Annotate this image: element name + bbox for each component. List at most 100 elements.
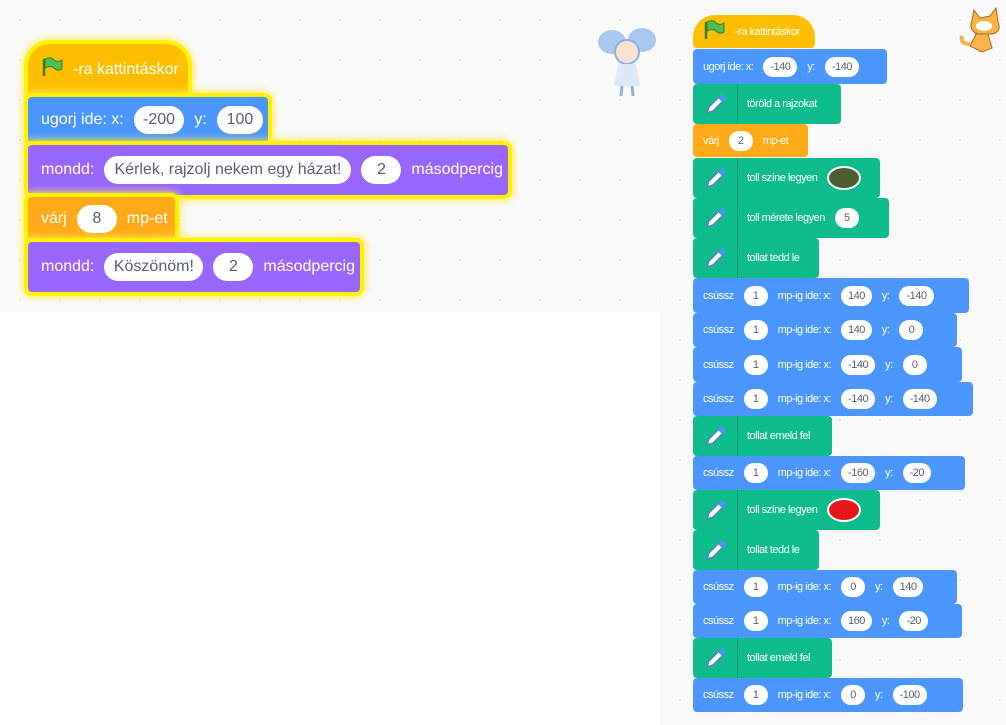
block-label: mp-ig ide: x:	[777, 467, 832, 479]
hat-block[interactable]: -ra kattintáskor	[693, 15, 815, 48]
block-label: y:	[885, 467, 893, 479]
block-label: y:	[881, 324, 890, 336]
block-label: y:	[875, 689, 883, 701]
block-label: mp-ig ide: x:	[777, 358, 832, 371]
value-input[interactable]: 140	[841, 285, 872, 306]
block-label: várj	[41, 210, 67, 227]
value-input[interactable]: -100	[892, 685, 927, 705]
value-input[interactable]: 140	[841, 320, 872, 340]
motion-block[interactable]: csússz 1 mp-ig ide: x: -160 y: -20	[693, 456, 965, 490]
value-input[interactable]: 140	[892, 577, 924, 597]
value-input[interactable]: 2	[213, 253, 254, 281]
block-label: csússz	[703, 324, 734, 336]
motion-block[interactable]: csússz 1 mp-ig ide: x: -140 y: -140	[693, 382, 973, 416]
value-input[interactable]: -140	[899, 285, 934, 306]
block-label: mp-ig ide: x:	[777, 289, 832, 302]
green-flag-icon	[41, 57, 63, 82]
value-input[interactable]: -20	[902, 463, 932, 483]
motion-block[interactable]: csússz 1 mp-ig ide: x: 140 y: -140	[693, 278, 969, 313]
value-input[interactable]: 1	[743, 611, 768, 631]
hat-block[interactable]: -ra kattintáskor	[28, 44, 188, 95]
fairy-sprite-icon	[598, 28, 656, 97]
value-input[interactable]: -140	[763, 56, 798, 77]
value-input[interactable]: 160	[841, 611, 872, 631]
pen-icon	[693, 198, 738, 238]
block-label: y:	[881, 289, 890, 302]
value-input[interactable]: -140	[824, 56, 859, 77]
pen-block[interactable]: tollat emeld fel	[693, 416, 832, 456]
block-label: toll színe legyen	[747, 504, 818, 516]
value-input[interactable]: 0	[841, 685, 866, 705]
value-input[interactable]: -20	[899, 611, 928, 631]
looks-block[interactable]: mondd: Köszönöm! 2 másodpercig	[28, 242, 360, 292]
pen-block[interactable]: toll mérete legyen 5	[693, 198, 889, 238]
block-label: ugorj ide: x:	[703, 60, 754, 73]
block-label: csússz	[703, 393, 734, 405]
block-label: mp-ig ide: x:	[777, 393, 832, 405]
value-input[interactable]: Köszönöm!	[104, 253, 204, 281]
value-input[interactable]: 100	[216, 106, 263, 134]
pen-block[interactable]: töröld a rajzokat	[693, 84, 841, 124]
value-input[interactable]: 1	[743, 685, 768, 705]
block-label: y:	[885, 393, 893, 405]
value-input[interactable]: 1	[743, 389, 768, 409]
value-input[interactable]: -200	[133, 106, 185, 134]
block-label: mp-ig ide: x:	[777, 615, 832, 627]
pen-block[interactable]: toll színe legyen	[693, 490, 880, 530]
pen-block[interactable]: tollat tedd le	[693, 530, 819, 570]
block-label: csússz	[703, 289, 734, 302]
pen-block[interactable]: tollat tedd le	[693, 238, 819, 278]
block-label: mp-ig ide: x:	[777, 689, 832, 701]
value-input[interactable]: 0	[902, 354, 927, 375]
value-input[interactable]: 0	[841, 577, 866, 597]
value-input[interactable]: 2	[728, 130, 753, 151]
block-label: tollat emeld fel	[747, 430, 810, 442]
value-input[interactable]: 1	[743, 463, 768, 483]
value-input[interactable]: 1	[743, 285, 768, 306]
value-input[interactable]: 1	[743, 354, 768, 375]
color-picker[interactable]	[827, 498, 862, 522]
value-input[interactable]: -140	[841, 354, 876, 375]
block-label: csússz	[703, 467, 734, 479]
block-label: tollat emeld fel	[747, 652, 810, 664]
cat-sprite-icon	[959, 6, 1000, 53]
pen-block[interactable]: tollat emeld fel	[693, 638, 832, 678]
control-block[interactable]: várj 2 mp-et	[693, 124, 808, 157]
value-input[interactable]: 2	[361, 156, 402, 184]
value-input[interactable]: -140	[841, 389, 876, 409]
value-input[interactable]: 1	[743, 577, 768, 597]
pen-block[interactable]: toll színe legyen	[693, 158, 880, 198]
value-input[interactable]: 0	[899, 320, 924, 340]
color-picker[interactable]	[827, 166, 862, 190]
block-label: másodpercig	[263, 258, 355, 275]
value-input[interactable]: 1	[743, 320, 768, 340]
block-label: mp-et	[762, 134, 789, 147]
block-label: y:	[875, 581, 883, 593]
block-label: ugorj ide: x:	[41, 111, 124, 128]
block-label: y:	[885, 358, 893, 371]
block-label: várj	[703, 134, 719, 147]
value-input[interactable]: 8	[76, 205, 117, 233]
block-label: tollat tedd le	[747, 252, 800, 264]
value-input[interactable]: Kérlek, rajzolj nekem egy házat!	[104, 156, 352, 184]
pen-icon	[693, 238, 738, 278]
block-label: y:	[807, 60, 815, 73]
block-label: toll mérete legyen	[747, 212, 825, 224]
pen-icon	[693, 638, 738, 678]
value-input[interactable]: 5	[834, 208, 859, 228]
green-flag-icon	[703, 20, 725, 43]
block-label: mondd:	[41, 258, 95, 275]
value-input[interactable]: -140	[902, 389, 937, 409]
block-label: mondd:	[41, 161, 95, 178]
motion-block[interactable]: ugorj ide: x: -140 y: -140	[693, 49, 887, 84]
value-input[interactable]: -160	[841, 463, 876, 483]
block-label: mp-ig ide: x:	[777, 581, 832, 593]
